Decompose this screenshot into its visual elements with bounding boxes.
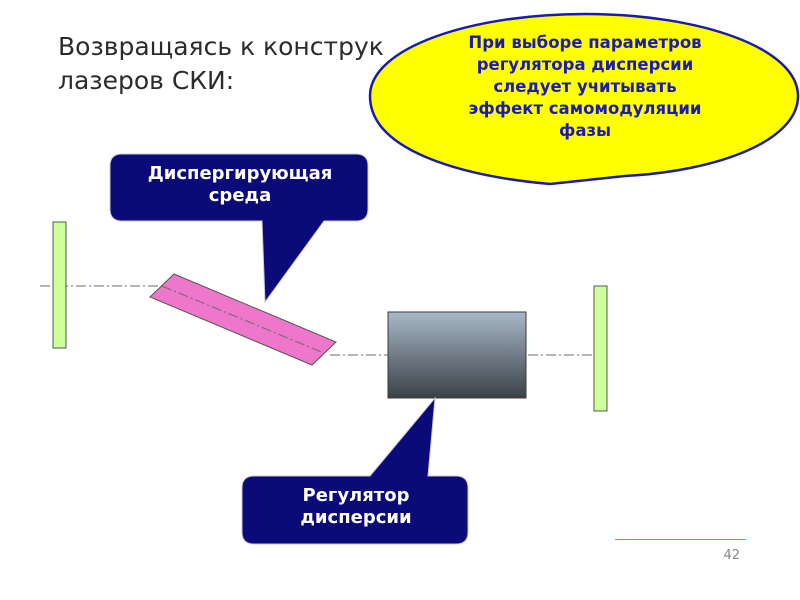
callout-dispersion-regulator-line-2: дисперсии [300,507,412,528]
footer-divider [615,539,746,540]
left-mirror [52,221,67,349]
speech-bubble-line-4: эффект самомодуляции [468,99,702,118]
speech-bubble-text: При выборе параметров регулятора дисперс… [410,32,760,142]
slide-title-line-1: Возвращаясь к конструк [58,32,384,61]
speech-bubble-line-3: следует учитывать [493,77,677,96]
slide-title-line-2: лазеров СКИ: [58,66,235,95]
callout-dispersive-medium-line-1: Диспергирующая [147,163,333,184]
page-number: 42 [723,548,740,563]
callout-dispersive-medium [109,153,369,304]
speech-bubble [368,12,800,186]
speech-bubble-line-5: фазы [558,121,611,140]
callout-dispersive-medium-line-2: среда [208,185,272,206]
dispersive-crystal [149,273,337,366]
right-mirror [593,285,608,412]
slide-title: Возвращаясь к конструк лазеров СКИ: [58,30,384,98]
callout-dispersive-medium-text: Диспергирующая среда [112,163,368,207]
speech-bubble-line-2: регулятора дисперсии [476,55,694,74]
callout-dispersion-regulator-text: Регулятор дисперсии [242,485,470,529]
callout-dispersion-regulator [241,396,469,545]
speech-bubble-line-1: При выборе параметров [468,33,702,52]
dispersion-regulator-block [387,311,527,399]
callout-dispersion-regulator-line-1: Регулятор [302,485,410,506]
crystal-axis [161,285,325,354]
